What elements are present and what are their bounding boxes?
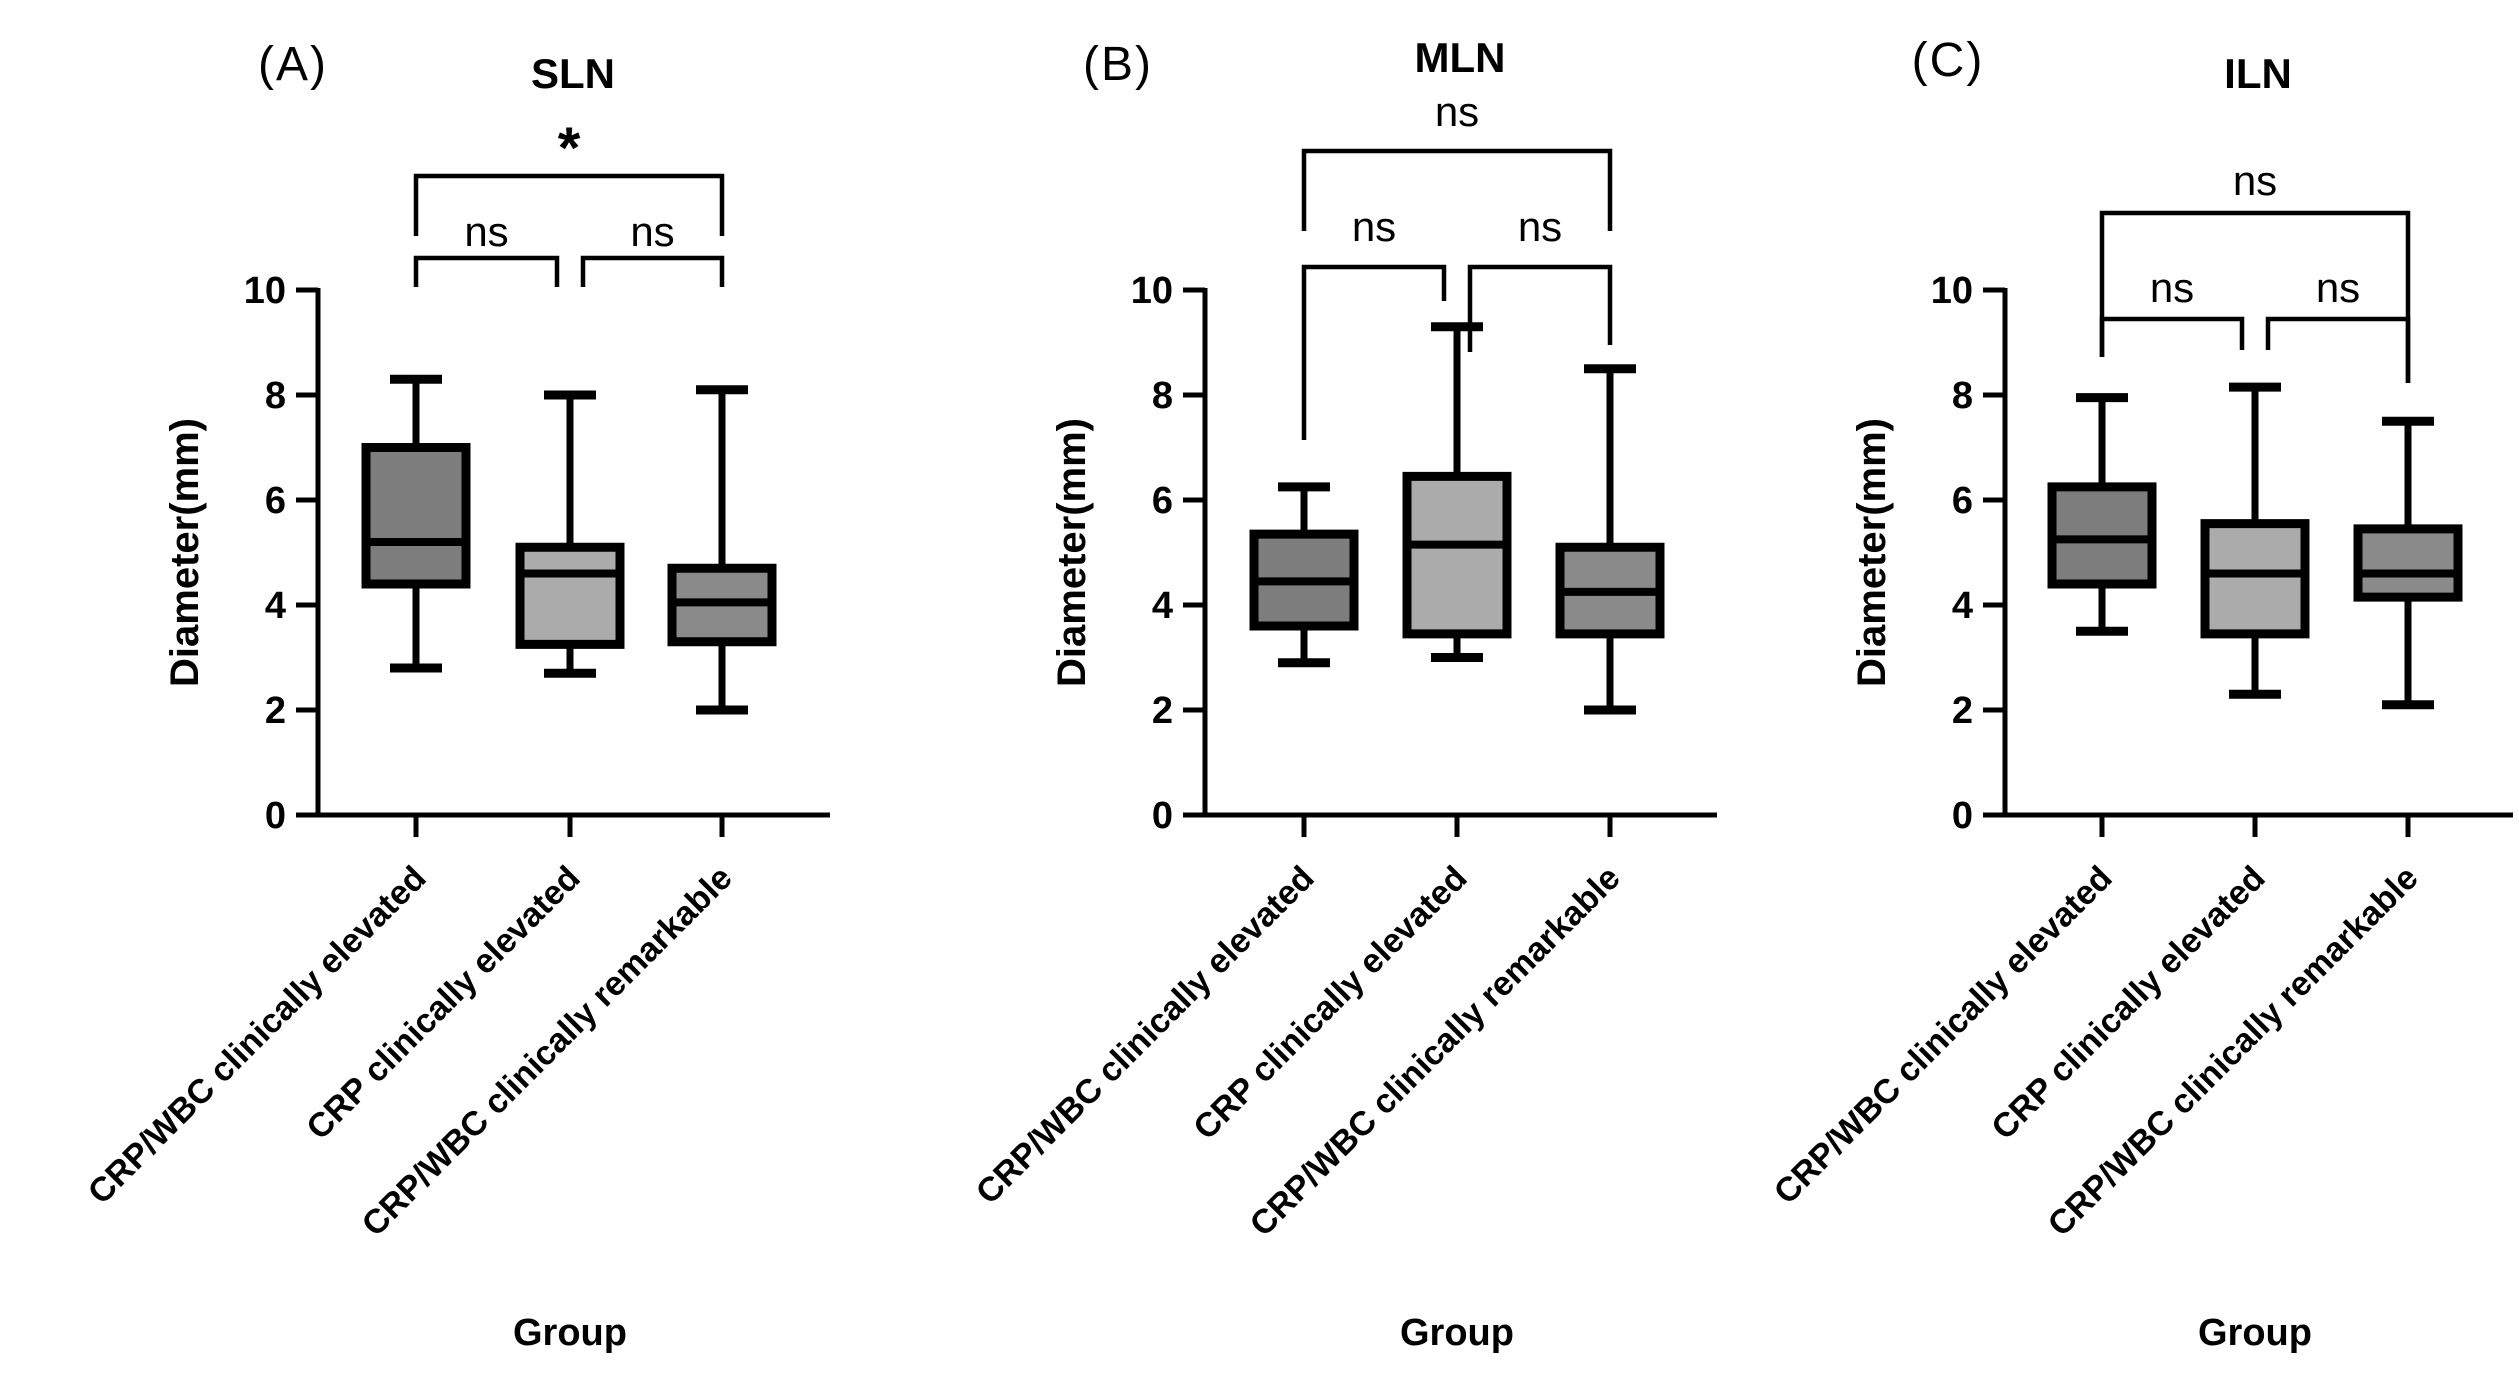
significance-label: ns — [1352, 203, 1396, 250]
y-tick-label: 8 — [1952, 375, 1973, 417]
box — [515, 542, 625, 649]
significance-label: ns — [630, 208, 674, 255]
y-tick-label: 8 — [1152, 375, 1173, 417]
significance-bracket — [413, 173, 725, 236]
y-axis-title: Diameter(mm) — [1850, 418, 1894, 687]
y-axis-title: Diameter(mm) — [1050, 418, 1094, 687]
panel-label: (C) — [1912, 34, 1985, 87]
y-tick-label: 4 — [1952, 585, 1973, 627]
y-tick-label: 10 — [1131, 270, 1173, 312]
x-axis-title: Group — [513, 1312, 627, 1354]
y-tick-label: 6 — [1152, 480, 1173, 522]
y-tick-label: 4 — [1152, 585, 1173, 627]
x-category-label: CRP clinically elevated — [1984, 859, 2272, 1147]
panel-title: ILN — [2224, 50, 2292, 97]
x-axis-title: Group — [2198, 1312, 2312, 1354]
significance-bracket — [413, 255, 560, 287]
significance-bracket — [580, 255, 725, 287]
significance-bracket — [1301, 148, 1613, 231]
y-tick-label: 0 — [1952, 795, 1973, 837]
significance-bracket — [1301, 264, 1447, 440]
y-tick-label: 2 — [1952, 690, 1973, 732]
significance-label: * — [558, 116, 581, 181]
y-tick-label: 6 — [1952, 480, 1973, 522]
x-category-label: CRP clinically elevated — [299, 859, 587, 1147]
significance-bracket — [2099, 316, 2245, 357]
y-tick-label: 6 — [265, 480, 286, 522]
y-tick-label: 10 — [244, 270, 286, 312]
x-category-label: CRP/WBC clinically elevated — [81, 859, 434, 1212]
box — [2353, 524, 2463, 602]
box — [361, 443, 471, 589]
significance-bracket — [2265, 316, 2411, 383]
significance-label: ns — [1518, 203, 1562, 250]
y-tick-label: 0 — [1152, 795, 1173, 837]
significance-label: ns — [1435, 88, 1479, 135]
significance-bracket — [1467, 264, 1613, 352]
y-tick-label: 10 — [1931, 270, 1973, 312]
box — [1402, 471, 1512, 639]
box — [2200, 519, 2310, 639]
y-tick-label: 2 — [265, 690, 286, 732]
panel-label: (B) — [1083, 38, 1153, 91]
y-tick-label: 2 — [1152, 690, 1173, 732]
panel-label: (A) — [258, 38, 328, 91]
y-tick-label: 0 — [265, 795, 286, 837]
x-category-label: CRP clinically elevated — [1186, 859, 1474, 1147]
y-axis-title: Diameter(mm) — [163, 418, 207, 687]
significance-label: ns — [2150, 264, 2194, 311]
y-tick-label: 4 — [265, 585, 286, 627]
panel-title: MLN — [1415, 34, 1506, 81]
significance-label: ns — [2233, 157, 2277, 204]
x-axis-title: Group — [1400, 1312, 1514, 1354]
x-category-label: CRP/WBC clinically elevated — [969, 859, 1322, 1212]
x-category-label: CRP/WBC clinically elevated — [1767, 859, 2120, 1212]
significance-bracket — [2099, 210, 2411, 383]
y-tick-label: 8 — [265, 375, 286, 417]
significance-label: ns — [2316, 264, 2360, 311]
significance-label: ns — [464, 208, 508, 255]
panel-title: SLN — [531, 50, 615, 97]
